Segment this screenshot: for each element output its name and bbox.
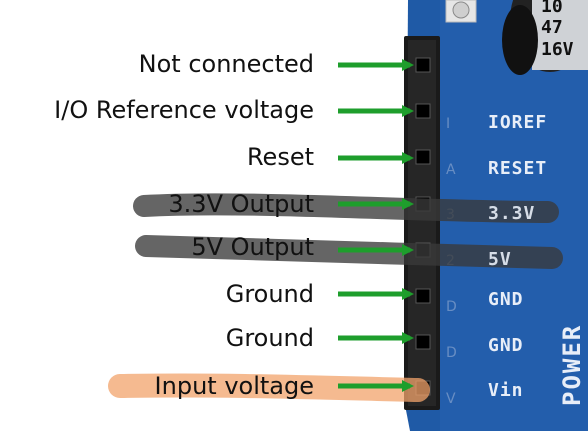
board-label-ioref: IOREF [488,112,548,133]
board-label-3v3: 3.3V [488,203,536,224]
label-reset: Reset [246,143,314,171]
component-screw-icon [452,1,470,19]
label-ioref: I/O Reference voltage [54,96,314,124]
board-label-gnd1: GND [488,289,524,310]
capacitor-text: 10 47 16V [541,0,574,60]
label-vin: Input voltage [154,372,314,400]
board-label-reset: RESET [488,158,548,179]
hole-6 [415,288,431,304]
arrows [338,59,414,392]
silk-mark-1: I [446,116,450,132]
silk-mark-2: A [446,162,456,178]
board-label-gnd2: GND [488,335,524,356]
capacitor-text-3: 16V [541,39,574,60]
capacitor-text-1: 10 [541,0,563,17]
board-label-vin: Vin [488,380,524,401]
hole-1 [415,57,431,73]
silk-mark-7: V [446,391,456,407]
pin-header-inner [408,40,436,406]
hole-3 [415,149,431,165]
capacitor-edge [502,5,538,75]
label-3v3: 3.3V Output [168,190,314,218]
hole-2 [415,103,431,119]
capacitor-text-2: 47 [541,17,563,38]
highlight-3v3 [133,193,559,223]
capacitor-stripe [532,0,588,70]
label-not-connected: Not connected [138,50,314,78]
board-label-5v: 5V [488,249,512,270]
silk-mark-6: D [446,345,457,361]
label-gnd1: Ground [225,280,314,308]
silk-mark-5: D [446,299,457,315]
label-5v: 5V Output [191,233,314,261]
label-gnd2: Ground [225,324,314,352]
hole-7 [415,334,431,350]
highlight-vin [108,373,430,402]
power-label-wrap: POWER [528,314,586,414]
power-label: POWER [558,323,586,406]
